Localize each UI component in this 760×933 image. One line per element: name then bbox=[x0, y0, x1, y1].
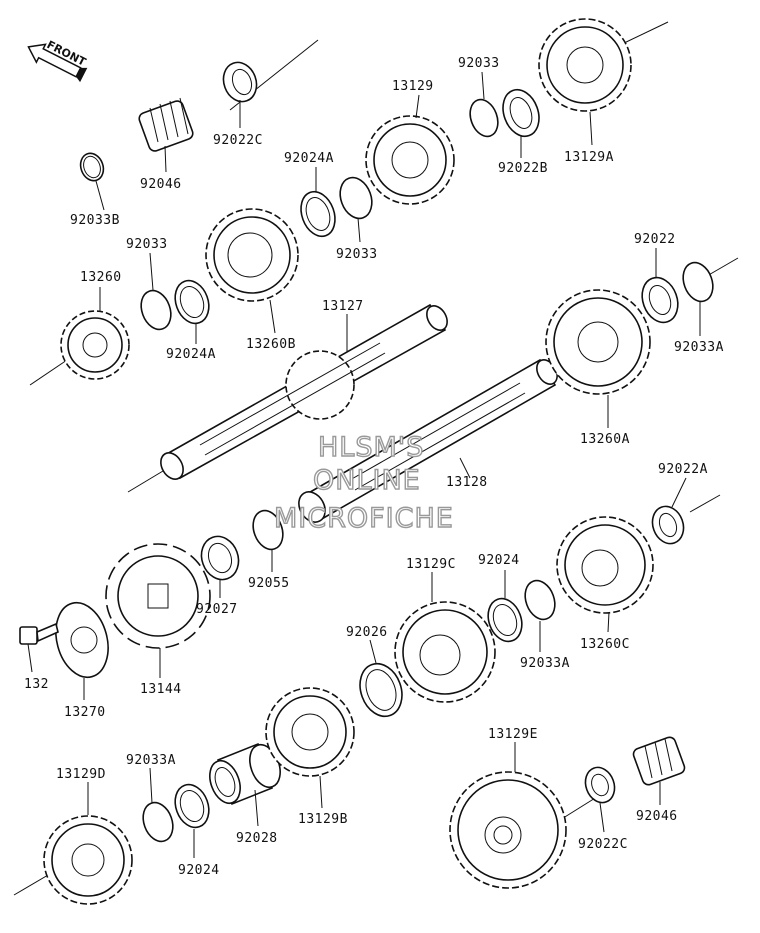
label-13129D: 13129D bbox=[56, 767, 106, 782]
part-92022C-top bbox=[222, 61, 258, 103]
watermark-line-3: MICROFICHE bbox=[274, 503, 454, 534]
label-13260A: 13260A bbox=[580, 432, 630, 447]
sprocket-13144 bbox=[105, 543, 211, 649]
label-92033A-right: 92033A bbox=[674, 340, 724, 355]
axis-line bbox=[689, 494, 721, 513]
gear-13129D bbox=[43, 815, 133, 905]
part-92033-left bbox=[140, 289, 172, 331]
label-92046-top: 92046 bbox=[140, 177, 182, 192]
label-13129: 13129 bbox=[392, 79, 434, 94]
label-92022B: 92022B bbox=[498, 161, 548, 176]
part-92024A-left bbox=[174, 279, 210, 325]
label-13127: 13127 bbox=[322, 299, 364, 314]
label-92024A-mid: 92024A bbox=[284, 151, 334, 166]
label-92022A: 92022A bbox=[658, 462, 708, 477]
label-92033A-mid: 92033A bbox=[520, 656, 570, 671]
part-92026 bbox=[359, 662, 403, 718]
gear-13129B bbox=[265, 687, 355, 777]
part-92033A-bottom bbox=[142, 801, 174, 843]
plate-13270 bbox=[55, 601, 109, 679]
label-92046-bottom: 92046 bbox=[636, 809, 678, 824]
part-92022B bbox=[502, 88, 540, 138]
axis-line bbox=[127, 467, 169, 493]
part-92027 bbox=[200, 535, 240, 581]
label-92033-top: 92033 bbox=[458, 56, 500, 71]
gear-13129C bbox=[394, 601, 496, 703]
part-92028 bbox=[209, 742, 281, 806]
label-92028: 92028 bbox=[236, 831, 278, 846]
label-13260B: 13260B bbox=[246, 337, 296, 352]
part-92046-bottom bbox=[632, 736, 686, 786]
part-92033-mid bbox=[339, 176, 373, 220]
shaft-13127 bbox=[160, 303, 448, 480]
gear-13129A bbox=[538, 18, 632, 112]
watermark-line-1: HLSM'S bbox=[318, 432, 424, 463]
gear-13260B bbox=[205, 208, 299, 302]
part-92033A-right bbox=[682, 261, 714, 303]
label-92033B: 92033B bbox=[70, 213, 120, 228]
label-13129B: 13129B bbox=[298, 812, 348, 827]
label-13260: 13260 bbox=[80, 270, 122, 285]
label-13128: 13128 bbox=[446, 475, 488, 490]
front-arrow-icon bbox=[27, 43, 88, 83]
bolt-132 bbox=[19, 622, 59, 645]
leader-lines bbox=[27, 71, 701, 858]
part-92022C-bottom bbox=[584, 766, 616, 804]
part-92033B bbox=[79, 152, 105, 182]
label-92027: 92027 bbox=[196, 602, 238, 617]
label-92024-bottom: 92024 bbox=[178, 863, 220, 878]
label-92022C-bottom: 92022C bbox=[578, 837, 628, 852]
axis-line bbox=[619, 21, 669, 46]
part-92024A-mid bbox=[300, 190, 336, 238]
part-92022 bbox=[641, 276, 679, 324]
part-92024-mid bbox=[487, 597, 523, 643]
axis-line bbox=[29, 357, 71, 386]
part-92033-top bbox=[469, 98, 499, 138]
label-92033-left: 92033 bbox=[126, 237, 168, 252]
label-92024-mid: 92024 bbox=[478, 553, 520, 568]
label-13129A: 13129A bbox=[564, 150, 614, 165]
part-92033A-mid bbox=[524, 579, 556, 621]
label-132: 132 bbox=[24, 677, 49, 692]
label-13144: 13144 bbox=[140, 682, 182, 697]
label-13270: 13270 bbox=[64, 705, 106, 720]
part-92046-top bbox=[138, 97, 194, 152]
label-92033-mid: 92033 bbox=[336, 247, 378, 262]
label-92022C-top: 92022C bbox=[213, 133, 263, 148]
part-92022A bbox=[651, 505, 685, 545]
label-92024A-left: 92024A bbox=[166, 347, 216, 362]
label-92033A-bottom: 92033A bbox=[126, 753, 176, 768]
watermark-line-2: ONLINE bbox=[313, 465, 421, 496]
label-92026: 92026 bbox=[346, 625, 388, 640]
gear-13260A bbox=[545, 289, 651, 395]
gear-13129E bbox=[449, 771, 567, 889]
label-13260C: 13260C bbox=[580, 637, 630, 652]
part-92055 bbox=[252, 509, 284, 551]
label-92055: 92055 bbox=[248, 576, 290, 591]
gear-13260 bbox=[60, 310, 130, 380]
gear-13129 bbox=[365, 115, 455, 205]
label-13129E: 13129E bbox=[488, 727, 538, 742]
part-92024-bottom bbox=[174, 783, 210, 829]
label-13129C: 13129C bbox=[406, 557, 456, 572]
gear-13260C bbox=[556, 516, 654, 614]
label-92022: 92022 bbox=[634, 232, 676, 247]
